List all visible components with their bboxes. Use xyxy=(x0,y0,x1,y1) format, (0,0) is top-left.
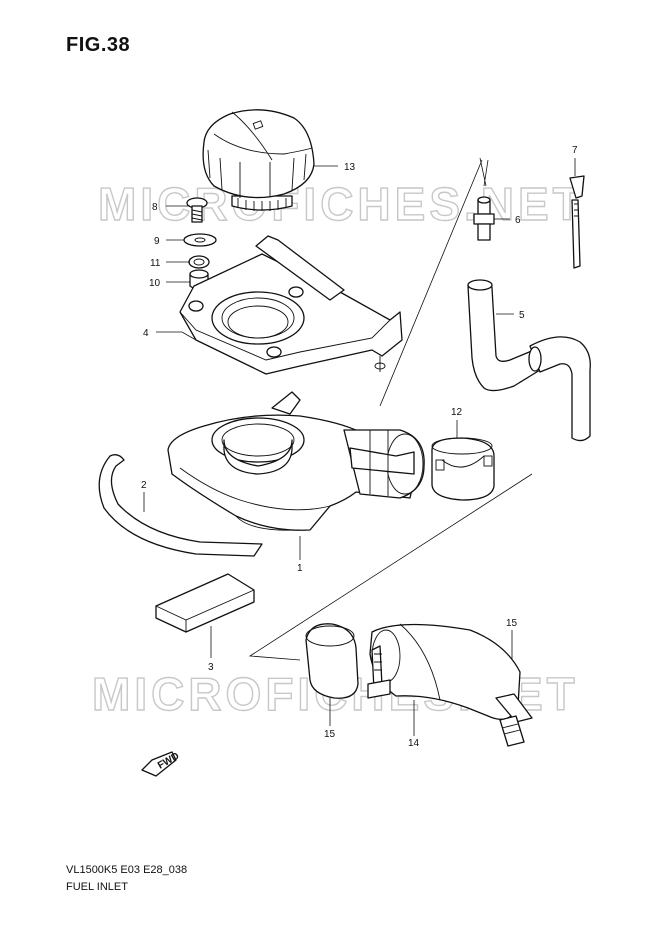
figure-title: FIG.38 xyxy=(66,34,131,56)
washer-drawing xyxy=(183,233,217,247)
figure-name: FUEL INLET xyxy=(66,881,128,893)
callout-1: 1 xyxy=(297,563,303,574)
model-code: VL1500K5 E03 E28_038 xyxy=(66,864,188,876)
filler-housing-drawing xyxy=(167,391,425,531)
callout-13: 13 xyxy=(344,162,356,173)
callout-12: 12 xyxy=(451,407,463,418)
o-ring-drawing xyxy=(188,255,210,269)
callout-7: 7 xyxy=(572,145,578,156)
drain-hose-drawing xyxy=(467,279,591,442)
callout-15-left: 15 xyxy=(324,729,336,740)
fwd-arrow-icon: FWD xyxy=(141,751,181,777)
leader-4 xyxy=(156,331,197,341)
callout-11: 11 xyxy=(150,258,161,269)
seal-strip-drawing xyxy=(98,454,263,557)
watermark-top: MICROFICHES.NET xyxy=(98,178,585,230)
callout-10: 10 xyxy=(149,278,161,289)
cushion-drawing xyxy=(155,573,255,633)
screw-drawing xyxy=(186,197,208,223)
assembly-arrow-6 xyxy=(479,157,489,187)
fwd-label: FWD xyxy=(156,751,181,772)
callout-8: 8 xyxy=(152,202,158,213)
joint-drawing xyxy=(473,196,495,241)
callout-6: 6 xyxy=(515,215,521,226)
callout-2: 2 xyxy=(141,480,147,491)
cap-base-plate-drawing xyxy=(179,235,403,375)
assembly-line-15 xyxy=(248,473,533,661)
callout-14: 14 xyxy=(408,738,420,749)
strap-drawing xyxy=(569,175,585,269)
inlet-hose-drawing xyxy=(305,623,533,747)
callout-4: 4 xyxy=(143,328,149,339)
callout-5: 5 xyxy=(519,310,525,321)
assembly-line-4 xyxy=(379,159,483,407)
callout-9: 9 xyxy=(154,236,160,247)
callout-15-right: 15 xyxy=(506,618,518,629)
callout-3: 3 xyxy=(208,662,214,673)
fuel-cap-drawing xyxy=(202,109,315,211)
filler-ring-drawing xyxy=(431,437,495,501)
